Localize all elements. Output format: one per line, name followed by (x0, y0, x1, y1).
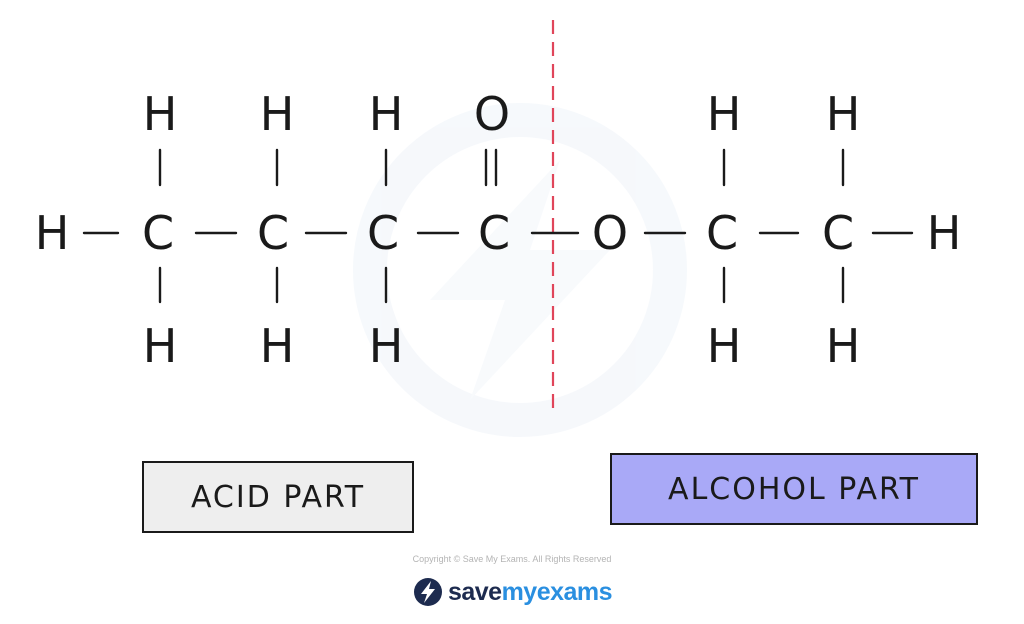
atom-c1: C (142, 206, 174, 260)
atom-h-right: H (927, 206, 962, 260)
brand-word-save: save (447, 577, 502, 606)
atom-h-top-5: H (707, 87, 742, 141)
top-atoms: H H H O H H (143, 87, 861, 141)
atom-c6: C (822, 206, 854, 260)
brand-logo: savemyexams (0, 576, 1024, 608)
watermark-logo-icon (353, 103, 687, 437)
atom-c4: C (478, 206, 510, 260)
bottom-atoms: H H H H H (143, 319, 861, 373)
lightning-bolt-icon (413, 578, 442, 606)
main-chain-atoms: H C C C C O C C H (35, 206, 962, 260)
atom-o-carbonyl: O (474, 87, 510, 141)
alcohol-part-label: ALCOHOL PART (610, 453, 978, 525)
atom-h-top-3: H (369, 87, 404, 141)
top-bonds (158, 148, 845, 187)
atom-h-bottom-4: H (707, 319, 742, 373)
atom-o-ester: O (592, 206, 628, 260)
atom-c2: C (257, 206, 289, 260)
atom-h-top-6: H (826, 87, 861, 141)
acid-part-label: ACID PART (142, 461, 414, 533)
bottom-bonds (158, 266, 845, 304)
brand-word-myexams: myexams (501, 577, 613, 606)
copyright-notice: Copyright © Save My Exams. All Rights Re… (412, 554, 612, 564)
brand-name: savemyexams (447, 577, 613, 607)
atom-h-top-2: H (260, 87, 295, 141)
atom-h-left: H (35, 206, 70, 260)
atom-h-top-1: H (143, 87, 178, 141)
atom-h-bottom-3: H (369, 319, 404, 373)
atom-c5: C (706, 206, 738, 260)
atom-c3: C (367, 206, 399, 260)
atom-h-bottom-5: H (826, 319, 861, 373)
atom-h-bottom-1: H (143, 319, 178, 373)
atom-h-bottom-2: H (260, 319, 295, 373)
